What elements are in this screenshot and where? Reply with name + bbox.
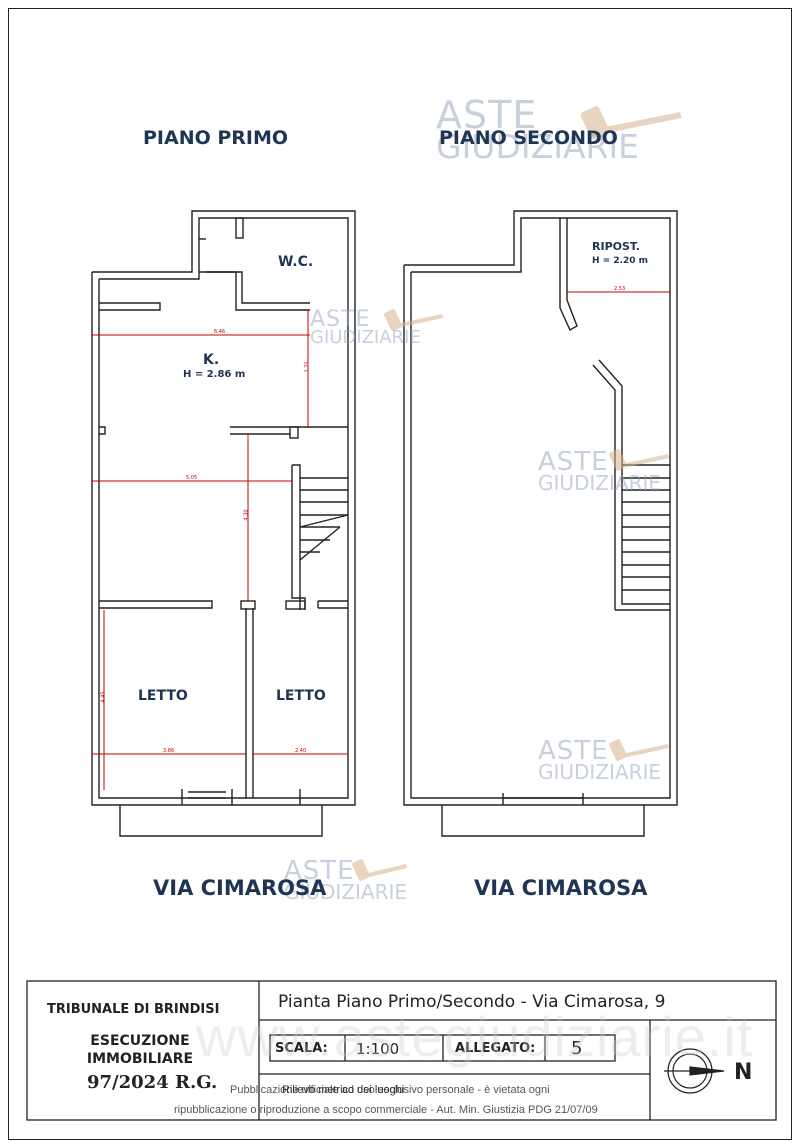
plan-title: Pianta Piano Primo/Secondo - Via Cimaros…	[278, 992, 666, 1012]
watermark-line2: GIUDIZIARIE	[538, 760, 662, 785]
court-name: TRIBUNALE DI BRINDISI	[47, 1002, 220, 1017]
title-block-frame	[26, 980, 777, 1121]
procedure-line1: ESECUZIONE	[90, 1033, 190, 1049]
watermark-line2: GIUDIZIARIE	[538, 471, 662, 496]
second-floor-title: PIANO SECONDO	[439, 127, 618, 149]
watermark-line2: GIUDIZIARIE	[284, 880, 408, 905]
dim-bed1-height: 4.45	[100, 691, 107, 703]
disclaimer-line1: Pubblicazione ufficiale ad uso esclusivo…	[230, 1084, 550, 1096]
survey-note: Rilievo metrico dei luoghi	[282, 1084, 405, 1096]
attachment-label: ALLEGATO:	[455, 1041, 536, 1056]
bedroom-1-label: LETTO	[138, 688, 188, 704]
watermark-line1: ASTE	[284, 856, 355, 886]
watermark-logo-low: ASTE GIUDIZIARIE	[538, 736, 662, 785]
first-floor-title: PIANO PRIMO	[143, 127, 289, 149]
dim-bed1-width: 3.86	[163, 748, 175, 754]
first-floor-dimensions	[92, 310, 348, 790]
kitchen-label: K.	[203, 352, 220, 368]
dim-kitchen-height: 2.75	[304, 361, 311, 373]
watermark-line1: ASTE	[310, 307, 371, 332]
dim-mid-height: 4.30	[243, 509, 250, 521]
storage-height: H = 2.20 m	[592, 256, 649, 266]
watermark-line2: GIUDIZIARIE	[436, 127, 640, 167]
procedure-type: ESECUZIONE IMMOBILIARE	[60, 1032, 220, 1068]
watermark-logo-street: ASTE GIUDIZIARIE	[284, 856, 408, 905]
kitchen-height: H = 2.86 m	[183, 369, 246, 380]
first-floor-walls	[91, 210, 356, 837]
scale-value: 1:100	[356, 1040, 400, 1058]
site-watermark: www.astegiudiziarie.it	[196, 1005, 754, 1068]
north-label: N	[734, 1060, 753, 1085]
scale-label: SCALA:	[275, 1041, 328, 1056]
watermark-line2: GIUDIZIARIE	[310, 326, 421, 348]
gavel-watermark-icons	[351, 106, 682, 881]
watermark-line1: ASTE	[538, 447, 609, 477]
watermark-logo-mid: ASTE GIUDIZIARIE	[538, 447, 662, 496]
dim-kitchen-width: 6.46	[214, 329, 226, 335]
bedroom-2-label: LETTO	[276, 688, 326, 704]
north-arrow-icon	[664, 1048, 725, 1094]
dim-mid-width: 5.05	[186, 475, 198, 481]
second-floor-walls	[403, 210, 678, 837]
attachment-value: 5	[571, 1038, 583, 1059]
drawing-sheet-border	[8, 8, 792, 1140]
case-number: 97/2024 R.G.	[87, 1072, 218, 1093]
watermark-logo-top: ASTE GIUDIZIARIE	[436, 93, 640, 167]
dim-bed2-width: 2.40	[295, 748, 307, 754]
dim-storage-width: 2.53	[614, 286, 626, 292]
watermark-line1: ASTE	[538, 736, 609, 766]
disclaimer-line2: ripubblicazione o riproduzione a scopo c…	[174, 1104, 598, 1116]
watermark-logo-kitchen: ASTE GIUDIZIARIE	[310, 307, 421, 348]
watermark-line1: ASTE	[436, 93, 538, 137]
street-label-right: VIA CIMAROSA	[474, 876, 648, 900]
street-label-left: VIA CIMAROSA	[153, 876, 327, 900]
procedure-line2: IMMOBILIARE	[86, 1051, 194, 1067]
storage-label: RIPOST.	[592, 240, 640, 253]
wc-label: W.C.	[278, 254, 314, 270]
